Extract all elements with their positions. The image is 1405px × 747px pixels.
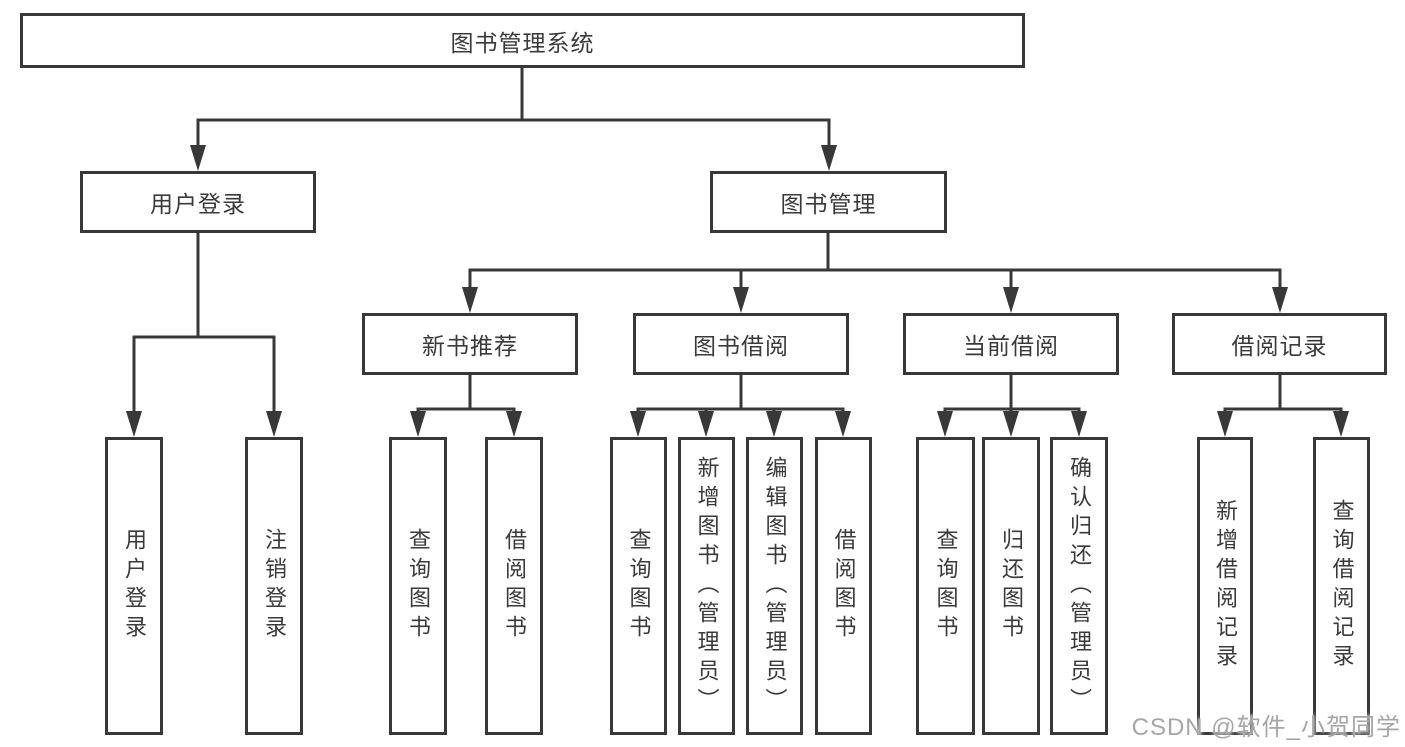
node-library-management-system: 图书管理系统 xyxy=(20,13,1025,68)
node-leaf-add-books-admin: 新增图书（管理员） xyxy=(678,437,735,735)
node-leaf-add-borrow-record: 新增借阅记录 xyxy=(1197,437,1253,735)
node-user-login: 用户登录 xyxy=(80,171,316,233)
arrowheads xyxy=(126,145,1349,437)
node-leaf-query-borrow-record: 查询借阅记录 xyxy=(1313,437,1370,735)
node-leaf-borrow-books: 借阅图书 xyxy=(815,437,872,735)
node-new-book-recommendation: 新书推荐 xyxy=(362,313,578,375)
node-leaf-return-books: 归还图书 xyxy=(982,437,1040,735)
node-leaf-borrow-books-recommend: 借阅图书 xyxy=(485,437,543,735)
node-leaf-edit-books-admin: 编辑图书（管理员） xyxy=(746,437,803,735)
node-book-borrowing: 图书借阅 xyxy=(633,313,849,375)
node-leaf-query-books-recommend: 查询图书 xyxy=(389,437,447,735)
node-leaf-query-books-borrow: 查询图书 xyxy=(610,437,667,735)
csdn-watermark: CSDN @软件_小贺同学 xyxy=(1131,714,1401,741)
node-leaf-query-books-current: 查询图书 xyxy=(916,437,975,735)
node-book-management: 图书管理 xyxy=(710,171,947,233)
node-leaf-logout: 注销登录 xyxy=(245,437,303,735)
node-leaf-user-login: 用户登录 xyxy=(105,437,163,735)
node-borrowing-records: 借阅记录 xyxy=(1172,313,1387,375)
node-leaf-confirm-return-admin: 确认归还（管理员） xyxy=(1050,437,1108,735)
node-current-borrowing: 当前借阅 xyxy=(903,313,1119,375)
